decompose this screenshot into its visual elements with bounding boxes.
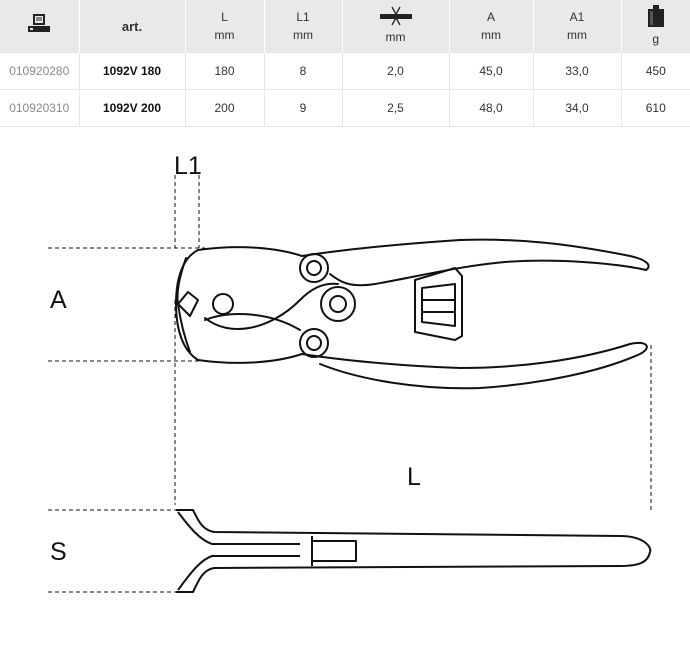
cell-A: 45,0	[449, 52, 534, 90]
side-slot	[311, 536, 357, 566]
header-L1-unit: mm	[293, 28, 313, 42]
lower-jaw	[175, 303, 303, 364]
header-A1-label: A1	[569, 10, 585, 24]
table-row: 010920310 1092V 200 200 9 2,5 48,0 34,0 …	[0, 89, 690, 127]
header-A1-unit: mm	[567, 28, 587, 42]
header-A-label: A	[486, 10, 495, 24]
cell-L1: 9	[264, 89, 343, 127]
header-art-label: art.	[121, 18, 143, 34]
header-L1: L1 mm	[264, 0, 343, 53]
upper-jaw	[175, 246, 303, 305]
cell-A1: 33,0	[533, 52, 622, 90]
jaw-tip	[177, 291, 199, 317]
label-L1: L1	[174, 152, 202, 180]
weight-icon	[647, 5, 664, 27]
catalog-code-icon	[28, 14, 51, 32]
inner-link-lower	[204, 313, 301, 331]
cutting-capacity-icon	[379, 6, 412, 26]
cell-A1: 34,0	[533, 89, 622, 127]
spring-inner	[421, 283, 456, 327]
pliers-side-view	[176, 509, 652, 593]
label-L: L	[407, 463, 421, 491]
lower-handle	[301, 342, 648, 390]
header-L-unit: mm	[214, 28, 235, 42]
label-A: A	[50, 286, 67, 314]
header-S: mm	[342, 0, 450, 53]
header-A1: A1 mm	[533, 0, 622, 53]
jaw-rivet	[212, 293, 234, 315]
header-weight: g	[621, 0, 690, 53]
header-art: art.	[79, 0, 186, 53]
cell-art: 1092V 180	[79, 52, 186, 90]
header-L-label: L	[221, 10, 228, 24]
header-code	[0, 0, 80, 53]
header-S-unit: mm	[385, 30, 406, 44]
header-A-unit: mm	[481, 28, 501, 42]
cell-art: 1092V 200	[79, 89, 186, 127]
pivot-rivet-1	[299, 253, 329, 283]
header-L1-label: L1	[296, 10, 310, 24]
spring-housing	[414, 267, 463, 341]
pliers-top-view	[175, 238, 650, 390]
side-head	[176, 509, 652, 593]
cell-weight: 450	[621, 52, 690, 90]
inner-link	[204, 282, 339, 330]
cell-L: 180	[185, 52, 265, 90]
table-row: 010920280 1092V 180 180 8 2,0 45,0 33,0 …	[0, 52, 690, 90]
cell-L1: 8	[264, 52, 343, 90]
tool-drawing: L1 A L S	[48, 152, 652, 593]
cell-S: 2,0	[342, 52, 450, 90]
pivot-rivet-3	[299, 328, 329, 358]
side-head-inner	[177, 511, 300, 591]
header-weight-unit: g	[652, 32, 660, 46]
cell-S: 2,5	[342, 89, 450, 127]
cell-code: 010920310	[0, 89, 80, 127]
label-S: S	[50, 538, 67, 566]
cell-L: 200	[185, 89, 265, 127]
cell-weight: 610	[621, 89, 690, 127]
cell-code: 010920280	[0, 52, 80, 90]
pivot-rivet-2	[320, 286, 356, 322]
cell-A: 48,0	[449, 89, 534, 127]
dimension-lines	[48, 175, 652, 593]
upper-handle	[301, 238, 650, 287]
